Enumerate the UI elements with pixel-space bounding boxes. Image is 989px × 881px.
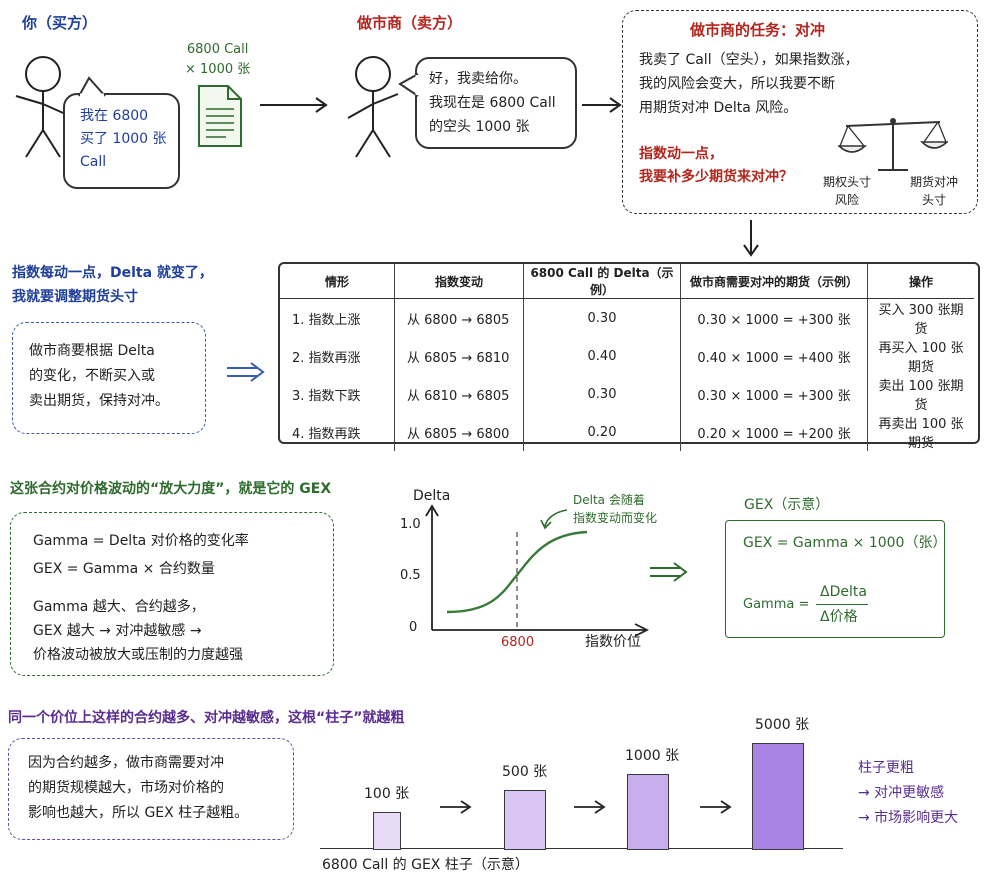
buyer-speech-bubble bbox=[63, 93, 180, 189]
gamma-label: Gamma = bbox=[743, 597, 810, 612]
double-arrow-icon bbox=[227, 362, 265, 382]
chart-baseline bbox=[320, 848, 843, 849]
table-row: 2. 指数再涨 从 6805 → 6810 0.40 0.40 × 1000 =… bbox=[280, 337, 974, 375]
strike-label: 6800 bbox=[501, 635, 534, 650]
double-arrow-icon bbox=[650, 562, 688, 582]
bar-legend: 柱子更粗 → 对冲更敏感 → 市场影响更大 bbox=[858, 756, 958, 831]
arrow-right-icon bbox=[260, 97, 328, 113]
curve-annotation: 指数变动而变化 bbox=[573, 510, 657, 525]
table-header: 做市商需要对冲的期货（示例） bbox=[680, 264, 868, 299]
section1-note-box bbox=[12, 322, 206, 434]
buyer-title: 你（买方） bbox=[22, 14, 98, 32]
gamma-denominator: Δ价格 bbox=[820, 609, 858, 625]
gamma-formula-text: Gamma = Delta 对价格的变化率 GEX = Gamma × 合约数量 bbox=[33, 533, 249, 577]
section3-heading: 同一个价位上这样的合约越多、对冲越敏感，这根“柱子”就越粗 bbox=[8, 710, 405, 726]
scale-right-label: 期货对冲 头寸 bbox=[910, 175, 959, 207]
table-row: 1. 指数上涨 从 6800 → 6805 0.30 0.30 × 1000 =… bbox=[280, 298, 974, 337]
gamma-numerator: ΔDelta bbox=[820, 584, 867, 600]
maker-stick-figure bbox=[347, 56, 399, 158]
legend-title: 柱子更粗 bbox=[858, 760, 914, 776]
table-row: 4. 指数再跌 从 6805 → 6800 0.20 0.20 × 1000 =… bbox=[280, 413, 974, 451]
table-header: 情形 bbox=[280, 264, 395, 299]
table-header: 指数变动 bbox=[394, 264, 524, 299]
section3-note-box bbox=[8, 738, 294, 840]
bar-label: 100 张 bbox=[364, 786, 410, 802]
arrow-right-icon bbox=[700, 800, 732, 814]
balance-scale-icon bbox=[838, 118, 948, 171]
contract-label: 6800 Call × 1000 张 bbox=[185, 42, 251, 77]
gex-definition-box bbox=[725, 520, 945, 638]
bar-label: 5000 张 bbox=[755, 717, 810, 733]
gex-bar bbox=[627, 774, 669, 850]
legend-item: → 市场影响更大 bbox=[858, 810, 959, 826]
maker-title: 做市商（卖方） bbox=[357, 14, 463, 32]
section1-heading: 指数每动一点，Delta 就变了， 我就要调整期货头寸 bbox=[12, 265, 213, 305]
price-axis-label: 指数价位 bbox=[585, 634, 641, 650]
section1-note-text: 做市商要根据 Delta 的变化，不断买入或 卖出期货，保持对冲。 bbox=[29, 343, 169, 409]
bar-label: 1000 张 bbox=[625, 748, 680, 764]
section3-note-text: 因为合约越多，做市商需要对冲 的期货规模越大，市场对价格的 影响也越大，所以 G… bbox=[28, 755, 249, 821]
gex-bar bbox=[373, 812, 401, 850]
curve-annotation: Delta 会随着 bbox=[573, 492, 645, 507]
gex-bar bbox=[752, 743, 804, 850]
table-header: 操作 bbox=[867, 264, 974, 299]
document-icon bbox=[198, 85, 242, 147]
buyer-bubble-text: 我在 6800 买了 1000 张 Call bbox=[80, 108, 167, 170]
maker-bubble-text: 好，我卖给你。 我现在是 6800 Call 的空头 1000 张 bbox=[429, 71, 556, 135]
legend-item: → 对冲更敏感 bbox=[858, 785, 945, 801]
section2-heading: 这张合约对价格波动的“放大力度”，就是它的 GEX bbox=[10, 481, 332, 497]
buyer-bubble-tail bbox=[78, 76, 106, 97]
delta-curve-line bbox=[446, 530, 588, 614]
gex-effect-text: Gamma 越大、合约越多， GEX 越大 → 对冲越敏感 → 价格波动被放大或… bbox=[33, 599, 243, 663]
arrow-right-icon bbox=[440, 800, 472, 814]
fraction-bar bbox=[816, 604, 868, 605]
task-question: 指数动一点， 我要补多少期货来对冲？ bbox=[639, 146, 793, 185]
scale-left-label: 期权头寸 风险 bbox=[823, 175, 872, 207]
delta-tick-label: 1.0 bbox=[400, 517, 421, 532]
arrow-right-icon bbox=[574, 800, 606, 814]
gex-bar bbox=[504, 790, 546, 850]
hedging-task-box bbox=[622, 10, 978, 214]
bar-chart-caption: 6800 Call 的 GEX 柱子（示意） bbox=[322, 857, 529, 873]
task-description: 我卖了 Call（空头），如果指数涨， 我的风险会变大，所以我要不断 用期货对冲… bbox=[639, 52, 859, 116]
gex-formula: GEX = Gamma × 1000（张） bbox=[743, 535, 947, 551]
delta-tick-label: 0.5 bbox=[400, 568, 421, 583]
task-title: 做市商的任务：对冲 bbox=[690, 21, 826, 39]
maker-bubble-tail bbox=[398, 73, 419, 97]
table-header: 6800 Call 的 Delta（示例） bbox=[523, 264, 681, 299]
arrow-down-icon bbox=[743, 220, 759, 257]
delta-hedge-table: 情形 指数变动 6800 Call 的 Delta（示例） 做市商需要对冲的期货… bbox=[280, 264, 974, 451]
delta-axis-label: Delta bbox=[413, 488, 450, 504]
gex-box-title: GEX（示意） bbox=[744, 497, 830, 513]
delta-tick-label: 0 bbox=[409, 620, 417, 635]
delta-curve-chart: Delta 1.0 0.5 0 6800 指数价位 Delta 会随着 指数变动… bbox=[400, 488, 657, 650]
table-row: 3. 指数下跌 从 6810 → 6805 0.30 0.30 × 1000 =… bbox=[280, 375, 974, 413]
arrow-right-icon bbox=[582, 97, 622, 113]
bar-label: 500 张 bbox=[502, 764, 548, 780]
gamma-formula-box bbox=[10, 512, 334, 676]
maker-speech-bubble bbox=[415, 57, 577, 149]
table-header-row: 情形 指数变动 6800 Call 的 Delta（示例） 做市商需要对冲的期货… bbox=[280, 264, 974, 299]
